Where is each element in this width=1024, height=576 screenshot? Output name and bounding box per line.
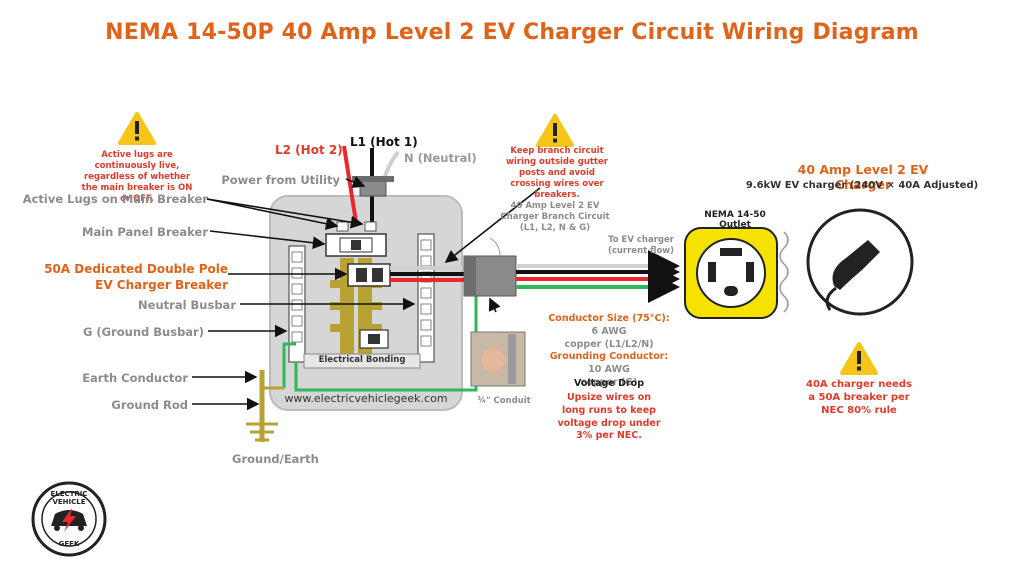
neutral-label: N (Neutral) bbox=[404, 151, 477, 165]
earth-conductor-label: Earth Conductor bbox=[82, 371, 188, 385]
voltage-drop-body: Upsize wires on long runs to keep voltag… bbox=[557, 392, 661, 442]
warning-icon bbox=[118, 112, 156, 145]
website-label: www.electricvehiclegeek.com bbox=[284, 392, 448, 405]
branch-circuit-label-line2: Charger Branch Circuit bbox=[500, 212, 610, 223]
charger-title: 40 Amp Level 2 EV Charger bbox=[797, 162, 929, 192]
ground-earth-label: Ground/Earth bbox=[232, 452, 319, 466]
ev-charger-breaker bbox=[347, 263, 391, 287]
outlet-label: NEMA 14-50 Outlet bbox=[704, 210, 766, 230]
conductor-size-value-b: copper (L1/L2/N) bbox=[564, 338, 654, 350]
branch-wiring-warning: Keep branch circuit wiring outside gutte… bbox=[506, 146, 608, 201]
l2-label: L2 (Hot 2) bbox=[275, 143, 343, 157]
voltage-drop-heading: Voltage Drop bbox=[573, 378, 645, 389]
power-from-utility-label: Power from Utility bbox=[221, 173, 340, 187]
conductor-info: Conductor Size (75°C): 6 AWG copper (L1/… bbox=[544, 313, 674, 390]
main-breaker-label: Main Panel Breaker bbox=[82, 225, 208, 239]
branch-circuit-label: 40 Amp Level 2 EV Charger Branch Circuit… bbox=[500, 201, 610, 234]
ev-breaker-label-line1: 50A Dedicated Double Pole bbox=[44, 262, 228, 276]
warning-icon bbox=[840, 342, 878, 375]
neutral-busbar-label: Neutral Busbar bbox=[138, 298, 236, 312]
charger-rule-warning: 40A charger needs a 50A breaker per NEC … bbox=[805, 379, 912, 416]
active-lugs-warning: Active lugs are continuously live, regar… bbox=[81, 150, 193, 205]
conductor-size-value-a: 6 AWG bbox=[591, 325, 627, 337]
logo-text-bottom: GEEK bbox=[58, 540, 80, 548]
active-lugs-label: Active Lugs on Main Breaker bbox=[22, 192, 208, 206]
conduit-label: ¾" Conduit bbox=[477, 396, 531, 406]
to-ev-label-line2: (current flow) bbox=[607, 246, 675, 257]
l1-label: L1 (Hot 1) bbox=[350, 135, 418, 149]
grounding-conductor-label: Grounding Conductor: bbox=[549, 351, 669, 363]
branch-circuit-label-line3: (L1, L2, N & G) bbox=[519, 223, 591, 234]
to-ev-label-line1: To EV charger bbox=[608, 235, 674, 245]
conductor-size-label: Conductor Size (75°C): bbox=[548, 313, 670, 324]
electrical-bonding-bar bbox=[303, 353, 421, 369]
service-entrance-hub bbox=[359, 179, 387, 197]
charger-subtitle: 9.6kW EV charger (240V × 40A Adjusted) bbox=[745, 180, 979, 191]
grounding-conductor-value-b: copper (G) bbox=[580, 377, 638, 389]
ev-breaker-label: 50A Dedicated Double Pole EV Charger Bre… bbox=[44, 261, 228, 293]
logo-text-top: ELECTRIC VEHICLE bbox=[50, 490, 88, 506]
page-title: NEMA 14-50P 40 Amp Level 2 EV Charger Ci… bbox=[105, 20, 919, 45]
ground-busbar-label: G (Ground Busbar) bbox=[82, 325, 204, 339]
warning-icon bbox=[536, 114, 574, 147]
to-ev-label: To EV charger (current flow) bbox=[600, 235, 682, 257]
electric-vehicle-geek-logo bbox=[31, 481, 107, 557]
ground-rod-label: Ground Rod bbox=[111, 398, 188, 412]
grounding-conductor-value-a: 10 AWG bbox=[588, 364, 630, 376]
ev-breaker-label-line2: EV Charger Breaker bbox=[95, 278, 228, 293]
branch-circuit-label-line1: 40 Amp Level 2 EV bbox=[510, 201, 600, 211]
electrical-bonding-label: Electrical Bonding bbox=[318, 355, 406, 365]
